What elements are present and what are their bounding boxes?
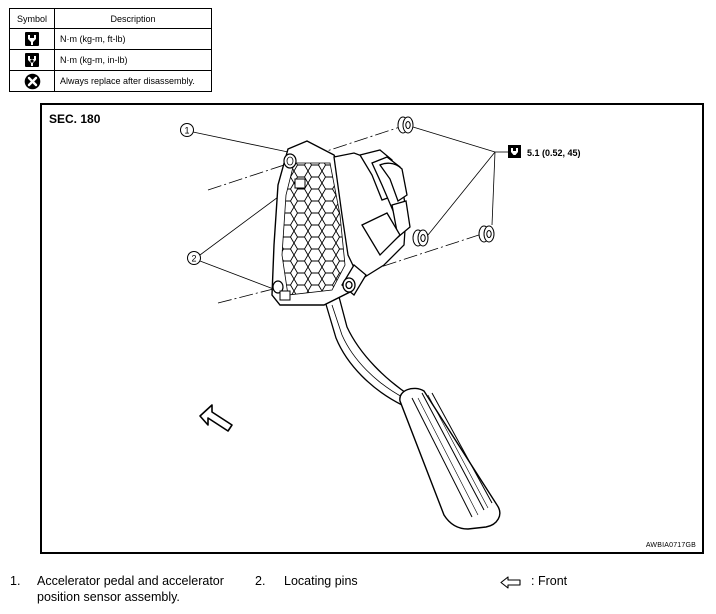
note-2-text: Locating pins bbox=[284, 574, 358, 588]
torque-wrench-in-lb-icon bbox=[25, 53, 39, 67]
note-1-line-1: Accelerator pedal and accelerator bbox=[37, 574, 224, 588]
front-label: : Front bbox=[531, 574, 568, 588]
nut-top bbox=[397, 116, 414, 134]
note-1-number: 1. bbox=[10, 574, 21, 588]
legend-row: Always replace after disassembly. bbox=[9, 70, 212, 92]
sensor-assembly bbox=[333, 149, 411, 296]
note-1-line-2: position sensor assembly. bbox=[37, 590, 180, 604]
figure-code: AWBIA0717GB bbox=[645, 542, 696, 549]
legend-text-in-lb: N·m (kg-m, in-lb) bbox=[54, 49, 212, 71]
figure-frame: SEC. 180 1 2 bbox=[40, 103, 704, 554]
nut-right bbox=[478, 225, 495, 243]
flange-nuts bbox=[397, 116, 495, 247]
note-2-number: 2. bbox=[255, 574, 266, 588]
torque-value: 5.1 (0.52, 45) bbox=[527, 148, 581, 158]
torque-leader-lines bbox=[412, 126, 496, 236]
torque-icon bbox=[495, 145, 521, 158]
legend-text-ft-lb: N·m (kg-m, ft-lb) bbox=[54, 28, 212, 50]
callout-1: 1 bbox=[180, 123, 289, 153]
svg-text:1: 1 bbox=[184, 126, 189, 136]
legend-header-row: Symbol Description bbox=[9, 8, 212, 29]
legend-header-symbol: Symbol bbox=[9, 8, 55, 29]
mounting-bracket bbox=[271, 140, 356, 306]
legend-text-replace: Always replace after disassembly. bbox=[54, 70, 212, 92]
symbol-legend-table: Symbol Description N·m (kg-m, ft-lb) N·m… bbox=[9, 8, 212, 92]
front-arrow-icon bbox=[500, 576, 521, 589]
locating-pin-lower bbox=[279, 290, 291, 301]
nut-middle bbox=[412, 229, 429, 247]
front-direction-arrow bbox=[199, 404, 233, 432]
legend-row: N·m (kg-m, ft-lb) bbox=[9, 28, 212, 50]
legend-row: N·m (kg-m, in-lb) bbox=[9, 49, 212, 71]
svg-text:2: 2 bbox=[191, 254, 196, 264]
pedal-arm bbox=[324, 291, 414, 406]
torque-wrench-ft-lb-icon bbox=[25, 32, 39, 46]
section-label: SEC. 180 bbox=[49, 112, 101, 126]
legend-header-description: Description bbox=[54, 8, 212, 29]
locating-pin-upper bbox=[294, 178, 306, 189]
pedal-pad bbox=[399, 387, 501, 530]
replace-part-icon bbox=[24, 73, 40, 89]
pedal-illustration: 1 2 bbox=[180, 116, 521, 530]
